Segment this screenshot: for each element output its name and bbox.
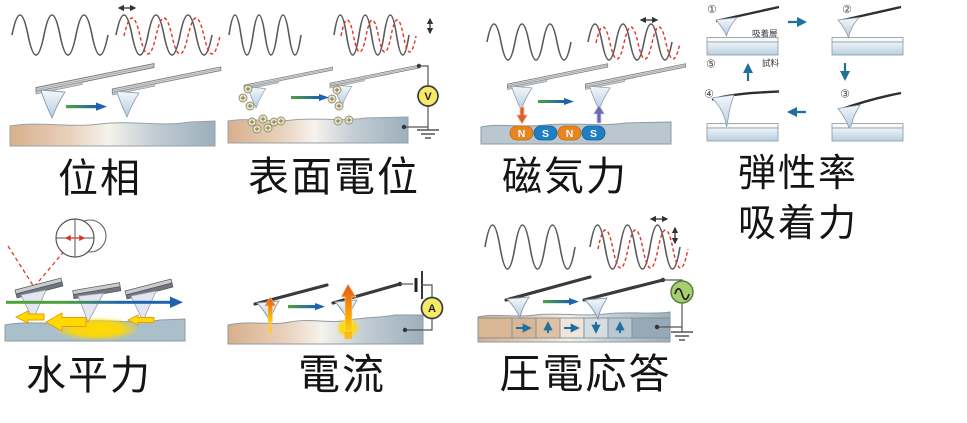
repulsive-force-arrow <box>592 104 606 124</box>
response-wave <box>587 23 673 61</box>
response-wave <box>333 14 410 56</box>
cantilever-icon <box>585 63 687 111</box>
scan-arrow <box>543 300 569 304</box>
friction-arrow <box>14 310 45 324</box>
label-surface-potential: 表面電位 <box>248 154 420 200</box>
label-lateral-force: 水平力 <box>26 354 152 398</box>
label-phase: 位相 <box>58 157 142 201</box>
cantilever-icon <box>111 66 222 118</box>
scan-arrow-head <box>170 296 183 308</box>
sample-surface <box>227 314 424 345</box>
contact-tip-icon <box>506 296 530 319</box>
scan-arrow <box>288 305 315 309</box>
friction-arrow <box>126 314 155 326</box>
cantilever-beam <box>331 282 402 305</box>
scan-arrow <box>538 100 564 103</box>
voltmeter-circuit: V <box>401 63 439 139</box>
step-number: ③ <box>840 89 850 101</box>
friction-arrow-large <box>45 312 87 332</box>
cycle-step-3 <box>831 91 904 142</box>
ammeter-circuit: A <box>397 271 444 333</box>
reference-wave <box>11 14 109 56</box>
panel-current: A <box>227 271 444 345</box>
cantilever-icon <box>329 64 419 107</box>
magnet-strip: N S N S <box>509 125 606 141</box>
scan-arrow <box>6 300 170 304</box>
panel-surface-potential: V <box>227 14 439 144</box>
cantilever-icon <box>243 66 333 109</box>
scan-arrow-head <box>564 98 574 105</box>
scan-arrow <box>66 105 96 109</box>
shifted-wave-dashed <box>595 26 681 60</box>
magnet-label: N <box>566 128 574 140</box>
photodetector-icon <box>55 218 107 258</box>
step-number: ② <box>842 4 852 16</box>
attractive-force-arrow <box>515 106 529 125</box>
scan-arrow <box>291 96 319 99</box>
label-adhesion: 吸着力 <box>738 203 859 245</box>
scan-arrow-head <box>315 303 325 311</box>
voltmeter-label: V <box>424 91 432 103</box>
step-number: ④ <box>704 89 714 101</box>
ac-wave-glyph <box>674 287 690 301</box>
cycle-step-2 <box>831 5 904 56</box>
cantilever-front-icon <box>124 278 174 322</box>
panel-lateral-force <box>4 218 186 342</box>
scan-arrow-head <box>569 298 579 306</box>
adsorption-layer-label: 吸着層 <box>752 29 778 39</box>
sample-label: 試料 <box>762 58 780 68</box>
piezo-domains <box>477 317 671 339</box>
response-wave <box>115 14 213 56</box>
laser-beam-dashed <box>7 245 67 289</box>
label-current: 電流 <box>297 351 386 398</box>
magnet-label: N <box>518 128 526 140</box>
step-number: ① <box>707 4 717 16</box>
label-elasticity: 弾性率 <box>738 153 859 195</box>
amplitude-wave-dashed <box>340 19 417 53</box>
cycle-step-4 <box>706 90 780 142</box>
cantilever-beam <box>504 275 592 302</box>
label-elasticity-adhesion: 弾性率 吸着力 <box>738 149 858 249</box>
label-piezoresponse: 圧電応答 <box>499 351 672 397</box>
reference-wave <box>228 14 302 56</box>
cycle-step-1 <box>706 5 780 56</box>
sample-surface <box>9 120 216 147</box>
current-arrow-large <box>340 283 357 332</box>
step-number: ⑤ <box>706 59 716 71</box>
ground-icon <box>417 129 439 139</box>
scan-arrow-head <box>319 94 329 101</box>
current-arrow <box>263 296 277 323</box>
reference-wave <box>486 23 572 61</box>
cantilever-beam <box>253 283 329 306</box>
magnet-label: S <box>542 128 549 140</box>
ground-icon <box>671 331 693 341</box>
scan-arrow-head <box>96 102 107 111</box>
panel-elasticity-adhesion: ① ② ③ ④ ⑤ 吸着層 試料 <box>704 4 904 142</box>
ammeter-label: A <box>428 303 436 315</box>
label-magnetic-force: 磁気力 <box>502 155 628 199</box>
panel-magnetic-force: N S N S <box>480 16 687 145</box>
ac-source-circuit <box>654 277 694 341</box>
response-wave <box>589 224 681 270</box>
cantilever-beam <box>582 278 665 302</box>
voltmeter-icon <box>417 85 439 107</box>
cantilever-icon <box>35 63 155 119</box>
shifted-wave-dashed <box>123 17 221 55</box>
panel-piezoresponse <box>477 215 694 343</box>
current-column <box>268 320 272 334</box>
reference-wave <box>484 224 576 270</box>
panel-phase <box>9 4 222 147</box>
magnet-label: S <box>590 128 597 140</box>
